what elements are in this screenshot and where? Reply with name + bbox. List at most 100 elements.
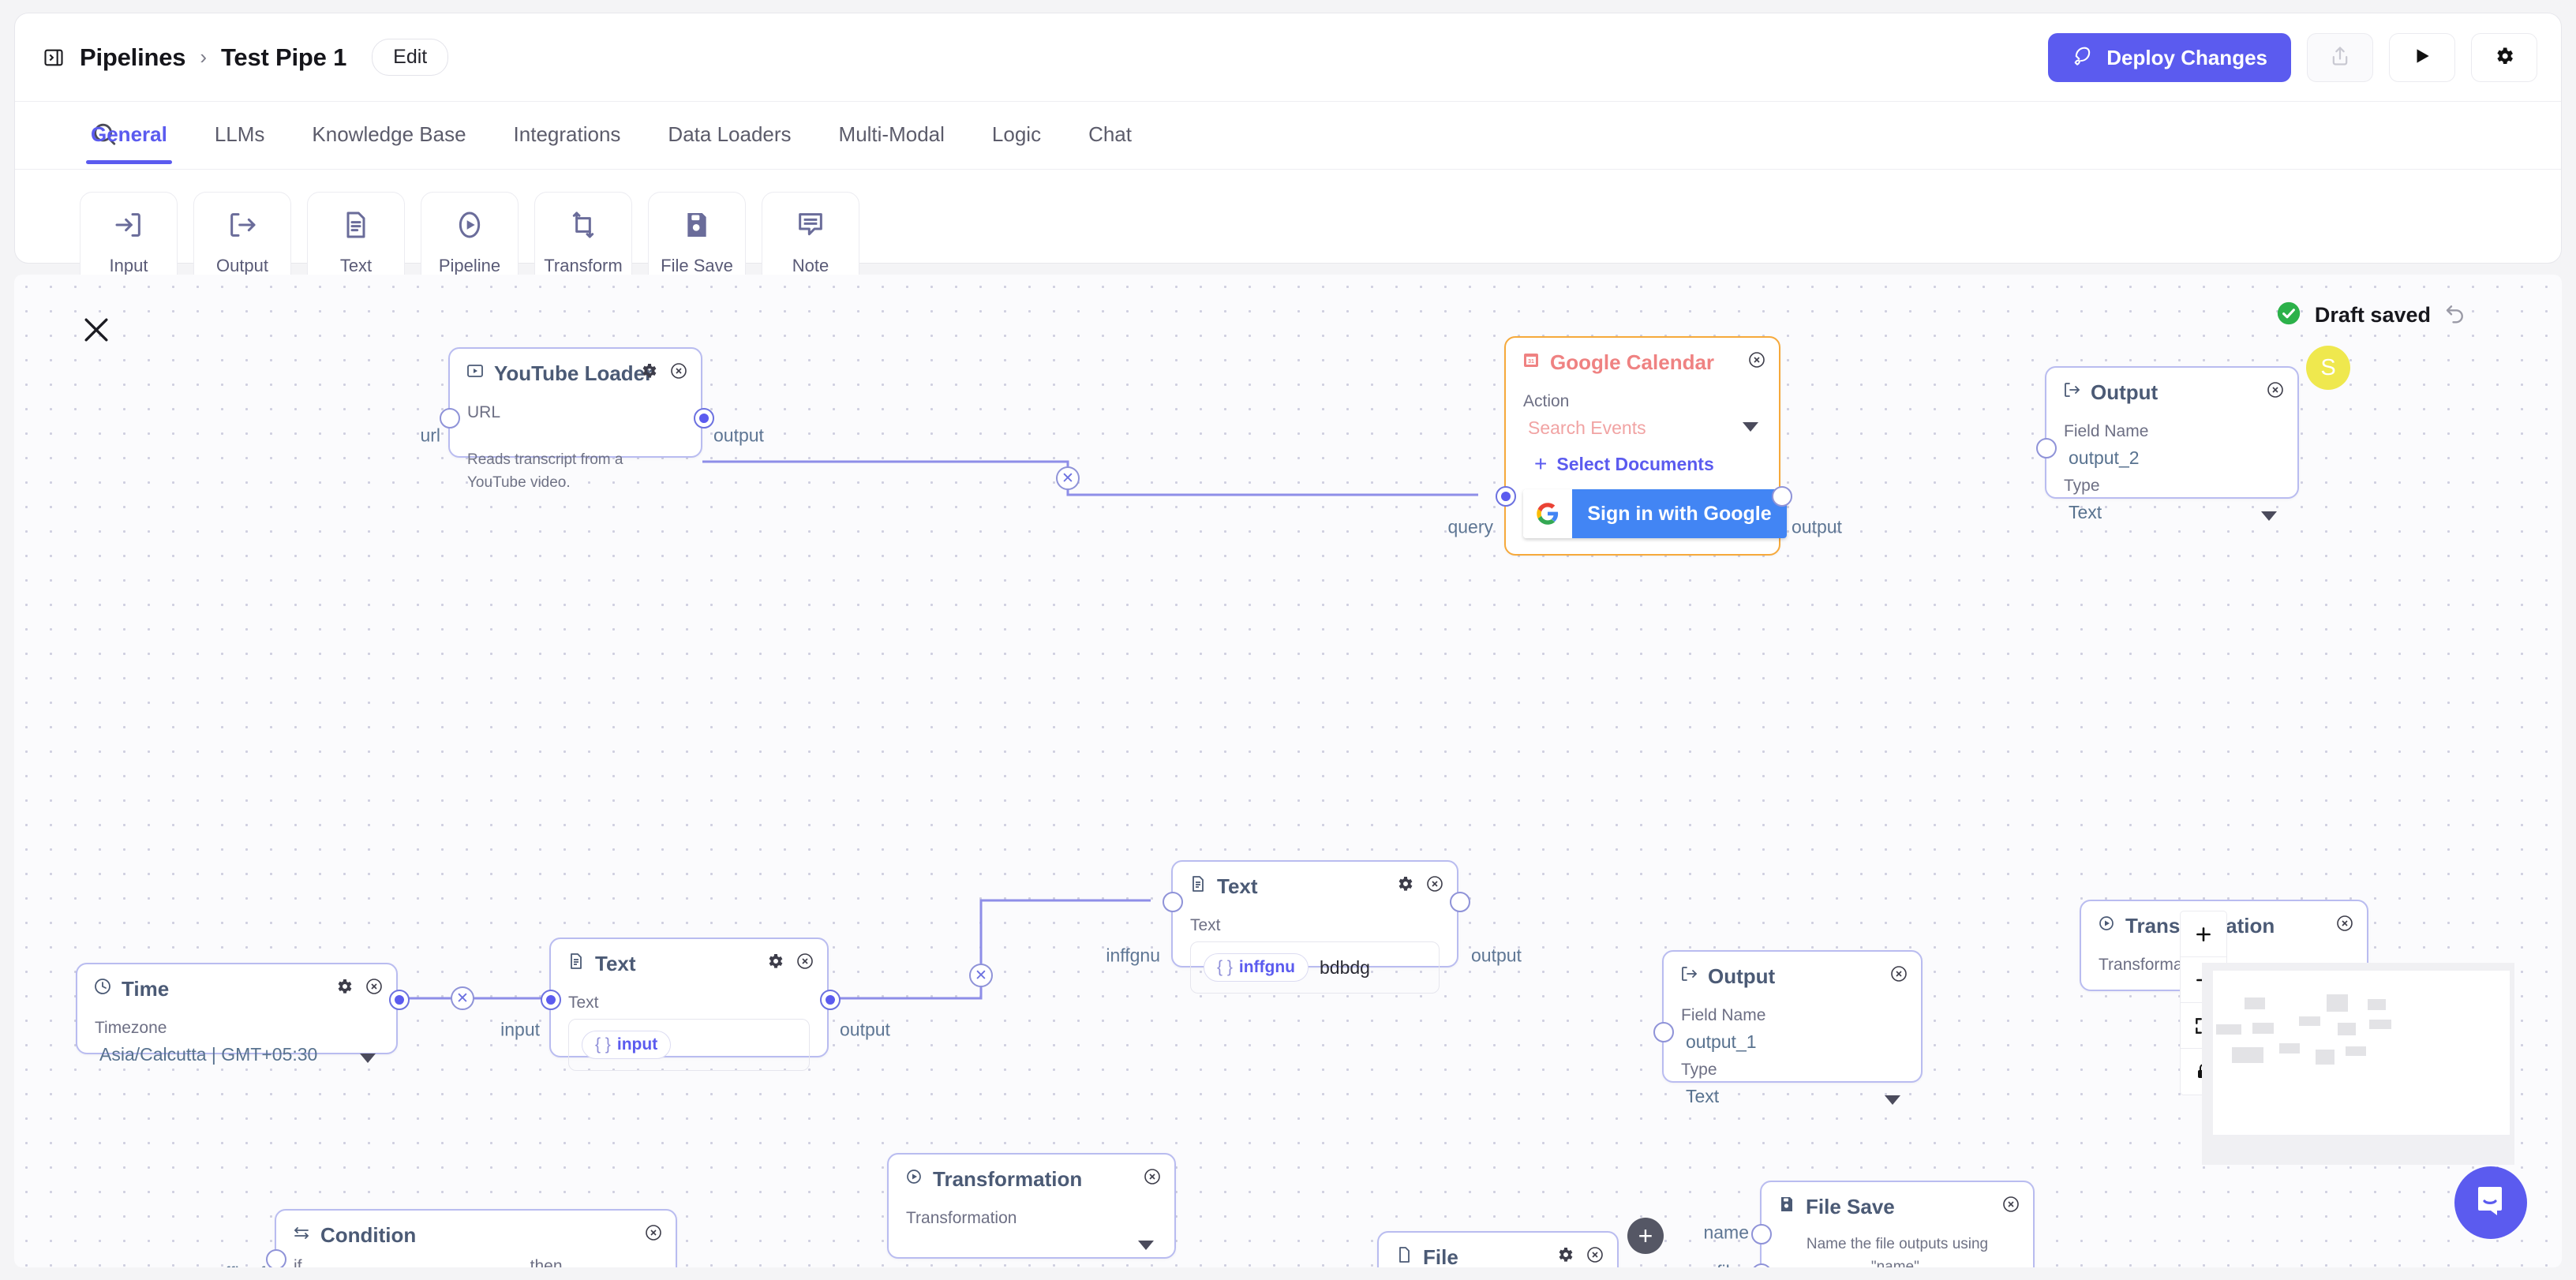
node-label: Google Calendar [1550,350,1715,374]
panel-toggle-icon[interactable] [42,46,66,69]
field-value-field-name[interactable]: output_1 [1686,1031,1757,1052]
node-condition[interactable]: Condition if ffhmf mfmj else input then … [266,1209,677,1267]
deploy-label: Deploy Changes [2106,45,2267,69]
gear-icon[interactable] [335,977,354,1000]
close-circle-icon[interactable] [1143,1167,1162,1190]
type-select[interactable]: Text [1681,1086,1904,1107]
close-circle-icon[interactable] [1425,874,1444,897]
search-icon[interactable] [91,120,118,151]
run-button[interactable] [2389,33,2455,82]
port-in-input[interactable] [541,990,561,1010]
port-out-output[interactable] [1450,892,1470,912]
type-select[interactable]: Text [2064,502,2280,523]
node-google-calendar[interactable]: 31 Google Calendar Action Search Events … [1496,336,1792,556]
output-arrow-icon [227,209,258,245]
port-in-ffhmf[interactable] [266,1249,286,1267]
palette-label-input: Input [109,255,148,275]
field-value-field-name[interactable]: output_2 [2069,447,2140,468]
edit-button[interactable]: Edit [372,39,449,76]
port-in-query[interactable] [1496,486,1516,507]
tab-llms[interactable]: LLMs [214,122,265,146]
node-youtube-loader[interactable]: YouTube Loader URL Reads transcript from… [440,347,714,491]
palette-label-note: Note [792,255,829,275]
node-title-text-left: Text [551,939,827,979]
field-label-field-name: Field Name [1681,1006,1766,1024]
tab-general[interactable]: General [86,107,172,164]
chip-braces: { } [595,1035,611,1054]
tab-integrations[interactable]: Integrations [513,122,621,146]
gear-icon[interactable] [639,361,658,384]
edge-delete-button[interactable]: ✕ [1056,466,1080,490]
tab-data-loaders[interactable]: Data Loaders [668,122,792,146]
port-in-url[interactable] [440,408,460,429]
node-transformation-left[interactable]: Transformation Transformation [887,1153,1176,1259]
node-time[interactable]: Time Timezone Asia/Calcutta | GMT+05:30 [76,963,410,1065]
intercom-launcher[interactable] [2454,1166,2527,1239]
minimap-node [2232,1047,2263,1063]
port-in-name[interactable] [1751,1224,1772,1244]
port-out-output[interactable] [1772,486,1792,507]
zoom-in-button[interactable] [2181,911,2226,957]
timezone-select[interactable]: Asia/Calcutta | GMT+05:30 [95,1044,379,1065]
close-circle-icon[interactable] [2266,380,2285,403]
close-circle-icon[interactable] [669,361,688,384]
share-button[interactable] [2307,33,2373,82]
document-lines-icon [567,952,586,976]
check-circle-icon [2275,300,2302,331]
node-text-right[interactable]: Text Text { } inffgnu bdbdg [1163,860,1470,994]
port-in-output-1[interactable] [1653,1022,1674,1042]
chevron-down-icon [1743,422,1758,432]
close-circle-icon[interactable] [365,977,384,1000]
select-documents-button[interactable]: + Select Documents [1523,453,1762,475]
variable-chip[interactable]: { } inffgnu [1204,953,1309,982]
close-circle-icon[interactable] [2001,1195,2020,1218]
deploy-changes-button[interactable]: Deploy Changes [2048,33,2291,82]
breadcrumb-pipelines[interactable]: Pipelines [80,43,186,71]
action-select[interactable]: Search Events [1523,417,1762,439]
tab-multi-modal[interactable]: Multi-Modal [838,122,945,146]
close-circle-icon[interactable] [644,1223,663,1246]
node-file-save[interactable]: File Save Name the file outputs using "n… [1751,1181,2035,1267]
close-circle-icon[interactable] [1747,350,1766,373]
tab-chat[interactable]: Chat [1088,122,1132,146]
minimap-node [2346,1046,2366,1056]
tab-knowledge-base[interactable]: Knowledge Base [312,122,466,146]
gear-icon[interactable] [766,952,784,975]
variable-chip[interactable]: { } input [582,1031,672,1059]
node-text-left[interactable]: Text Text { } input [541,938,841,1071]
edge-delete-button[interactable]: ✕ [451,986,474,1010]
close-icon[interactable] [79,313,114,347]
port-out-time[interactable] [389,990,410,1010]
text-input[interactable]: { } input [568,1019,810,1071]
pipeline-canvas[interactable]: Draft saved S ✕ ✕ ✕ YouTube Loader [14,275,2562,1267]
port-in-output-2[interactable] [2036,438,2057,458]
close-circle-icon[interactable] [1889,964,1908,987]
port-out-output[interactable] [820,990,841,1010]
google-signin-button[interactable]: Sign in with Google [1523,489,1787,538]
port-out-output[interactable] [694,408,714,429]
settings-button[interactable] [2471,33,2537,82]
transformation-select[interactable] [906,1228,1157,1259]
gear-icon[interactable] [1395,874,1414,897]
file-icon [1395,1245,1413,1267]
port-label-output: output [713,425,764,446]
gear-icon[interactable] [1556,1245,1574,1267]
close-circle-icon[interactable] [1586,1245,1604,1267]
node-output-2[interactable]: Output Field Name output_2 Type Text [2036,366,2299,522]
node-label: File Save [1806,1195,1895,1218]
tab-logic[interactable]: Logic [991,122,1042,146]
text-input[interactable]: { } inffgnu bdbdg [1190,941,1440,994]
port-in-inffgnu[interactable] [1163,892,1183,912]
node-file[interactable]: File Files Upload File ✓ Process Files i… [1377,1231,1619,1267]
undo-icon[interactable] [2443,301,2467,329]
close-circle-icon[interactable] [796,952,814,975]
node-output-1[interactable]: Output Field Name output_1 Type Text [1653,950,1923,1106]
add-node-button[interactable]: + [1627,1218,1664,1254]
edge-delete-button[interactable]: ✕ [969,964,993,987]
avatar[interactable]: S [2306,346,2350,390]
crop-arrows-icon [567,209,599,245]
close-circle-icon[interactable] [2335,914,2354,937]
node-title-youtube-loader: YouTube Loader [450,349,701,389]
action-select-value: Search Events [1528,417,1646,438]
minimap[interactable] [2202,963,2514,1165]
